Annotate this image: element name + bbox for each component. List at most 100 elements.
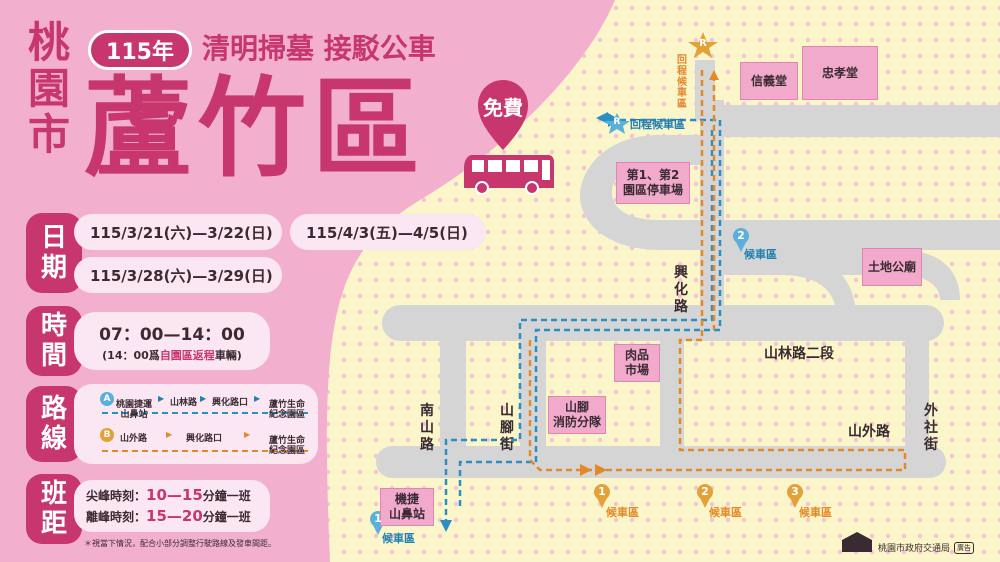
date-pill-3-text: 115/3/28(六)—3/29(日) [90, 266, 273, 285]
route-b-stop-2: 興化路口 [186, 431, 222, 444]
date-pill-2-text: 115/4/3(五)—4/5(日) [306, 223, 468, 242]
building-xinyi: 信義堂 [740, 62, 798, 100]
blue-stop-2-label: 候車區 [744, 246, 777, 262]
dates-label-text: 日期 [40, 223, 67, 283]
footer-agency: 桃園市政府交通局 [878, 544, 951, 554]
return-top-label: 回 程 候 車 區 [676, 44, 688, 110]
route-a-arrow-1: ▶ [158, 394, 165, 403]
route-a-marker: A [100, 392, 114, 406]
free-badge-text: 免費 [483, 96, 523, 120]
route-a-marker-text: A [103, 394, 111, 404]
road-network [376, 60, 1000, 478]
footnote-text: ＊視當下情況，配合小部分調整行駛路線及發車間距。 [84, 539, 276, 548]
orange-stop-1-num-text: 1 [598, 485, 606, 498]
route-b-line [102, 450, 308, 452]
subtitle-text: 清明掃墓 接駁公車 [202, 32, 436, 65]
route-a-arrow-3: ▶ [254, 394, 261, 403]
route-a-line [102, 412, 308, 414]
return-top-marker: R [698, 38, 708, 49]
orange-stop-2-num: 2 [699, 485, 711, 498]
interval-offpeak-value: 15—20 [146, 507, 203, 525]
building-parking-text: 第1、第2 園區停車場 [622, 168, 683, 197]
interval-offpeak-unit: 分鐘一班 [202, 510, 251, 524]
time-note-suffix: 車輛) [214, 349, 242, 362]
time-note-prefix: (14：00爲 [102, 349, 160, 362]
road-xinghua: 興 化 路 [672, 248, 690, 316]
time-main: 07：00—14：00 [99, 325, 245, 345]
route-label-text: 路線 [40, 394, 67, 454]
footnote: ＊視當下情況，配合小部分調整行駛路線及發車間距。 [84, 538, 276, 549]
route-a-stop-3-text: 興化路口 [212, 398, 249, 408]
building-fire-station: 山腳 消防分隊 [548, 396, 606, 434]
year-badge: 115年 [88, 30, 192, 70]
route-a-stop-4: 蘆竹生命 紀念園區 [264, 390, 310, 420]
interval-offpeak-label: 離峰時刻： [86, 510, 147, 524]
district-title-text: 蘆竹區 [84, 67, 427, 192]
building-parking: 第1、第2 園區停車場 [616, 162, 690, 204]
dates-label: 日期 [26, 213, 82, 293]
route-b-stop-1-text: 山外路 [120, 434, 148, 444]
orange-stop-3-num-text: 3 [791, 485, 799, 498]
interval-box: 尖峰時刻：10—15分鐘一班 離峰時刻：15—20分鐘一班 [74, 480, 270, 532]
orange-stop-2-label: 候車區 [709, 504, 742, 520]
blue-stop-1-label: 候車區 [382, 530, 415, 546]
building-land-temple: 土地公廟 [862, 248, 922, 286]
footer: 桃園市政府交通局 廣告 [878, 541, 975, 554]
route-b-arrow-2: ▶ [244, 430, 251, 439]
city-title-text: 桃園市 [27, 18, 70, 159]
route-a-stop-1: 桃園捷運 山鼻站 [114, 390, 154, 420]
blue-stop-2-num-text: 2 [737, 229, 745, 242]
road-shanjiao-text: 山 腳 街 [500, 403, 514, 453]
time-label: 時間 [26, 306, 82, 376]
time-label-text: 時間 [40, 311, 67, 371]
bus-icon [464, 155, 554, 195]
return-mid-marker: R [612, 117, 622, 127]
road-waishe: 外 社 街 [922, 386, 940, 454]
building-zhongxiao-text: 忠孝堂 [821, 65, 858, 80]
interval-peak-label: 尖峰時刻： [86, 489, 147, 503]
return-top-label-text: 回 程 候 車 區 [677, 55, 687, 110]
agency-logo-icon [842, 532, 872, 552]
return-top-marker-text: R [699, 38, 707, 49]
orange-stop-3-label-text: 候車區 [799, 506, 832, 519]
footer-ad-tag: 廣告 [954, 541, 975, 554]
route-b-path [528, 70, 907, 472]
route-b-arrow-1: ▶ [166, 430, 173, 439]
orange-stop-1-num: 1 [596, 485, 608, 498]
time-note: (14：00爲自園區返程車輛) [74, 347, 270, 363]
interval-peak: 尖峰時刻：10—15分鐘一班 [86, 486, 251, 504]
return-mid-marker-text: R [613, 117, 621, 127]
route-b-marker: B [100, 428, 114, 442]
building-land-temple-text: 土地公廟 [867, 259, 916, 274]
blue-stop-1-num-text: 1 [374, 512, 382, 525]
interval-label: 班距 [26, 474, 82, 544]
route-b-stop-2-text: 興化路口 [186, 434, 223, 444]
route-a-stop-3: 興化路口 [212, 395, 248, 408]
route-b-stop-3: 蘆竹生命 紀念園區 [264, 426, 310, 456]
building-mrt-station-text: 機捷 山鼻站 [388, 492, 425, 521]
date-pill-2: 115/4/3(五)—4/5(日) [290, 214, 486, 250]
road-shanwai: 山外路 [848, 424, 890, 441]
road-xinghua-text: 興 化 路 [674, 265, 688, 315]
route-a-stop-1-text: 桃園捷運 山鼻站 [115, 400, 152, 420]
route-b-marker-text: B [103, 430, 111, 440]
time-pill: 07：00—14：00 (14：00爲自園區返程車輛) [74, 312, 270, 370]
return-mid-label: 回程候車區 [630, 116, 685, 132]
free-badge: 免費 [478, 92, 528, 121]
route-a-arrow-2: ▶ [200, 394, 207, 403]
date-pill-3: 115/3/28(六)—3/29(日) [74, 257, 282, 293]
building-zhongxiao: 忠孝堂 [802, 46, 878, 100]
route-a-stop-2: 山林路 [170, 395, 197, 408]
building-fire-station-text: 山腳 消防分隊 [552, 400, 601, 429]
orange-stop-1-label-text: 候車區 [606, 506, 639, 519]
time-note-highlight: 自園區返程 [159, 349, 215, 362]
year-badge-text: 115年 [106, 40, 174, 65]
route-b-stop-1: 山外路 [120, 431, 147, 444]
interval-label-text: 班距 [40, 479, 67, 539]
building-xinyi-text: 信義堂 [750, 73, 787, 88]
blue-stop-2-label-text: 候車區 [744, 248, 777, 261]
free-pin-icon [478, 80, 528, 150]
building-meat-market-text: 肉品 市場 [624, 348, 649, 377]
district-title: 蘆竹區 [84, 68, 426, 192]
blue-stop-2-num: 2 [735, 229, 747, 242]
